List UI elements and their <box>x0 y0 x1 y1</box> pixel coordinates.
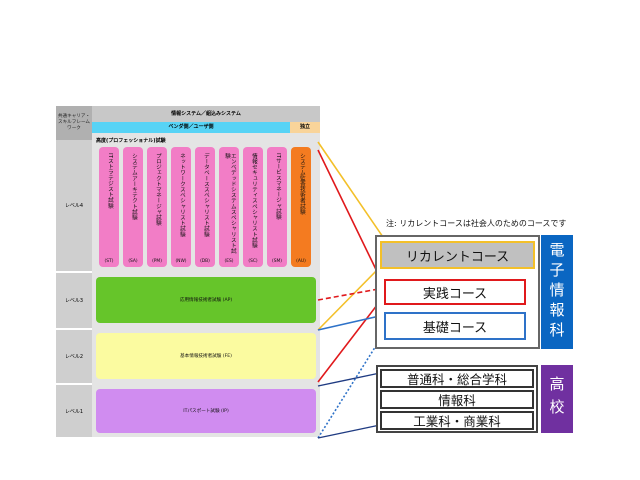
ap-exam-band: 応用情報技術者試験 (AP) <box>96 277 316 323</box>
advanced-exam-code: (SM) <box>271 259 282 264</box>
practical-connector-ap <box>317 287 385 301</box>
advanced-exam-code: (ST) <box>104 259 114 264</box>
framework-header-label: 共通キャリア・スキルフレームワーク <box>57 114 91 131</box>
highschool-label: 高校 <box>541 365 573 433</box>
vendor-user-header: ベンダ側／ユーザ側 <box>92 122 290 133</box>
electronics-dept-text: 電子情報科 <box>547 242 566 342</box>
advanced-exam-6: 情報セキュリティスペシャリスト試験 (SC) <box>243 147 263 267</box>
highschool-general-label: 普通科・総合学科 <box>406 372 507 387</box>
recurrent-course-label: リカレントコース <box>405 249 510 265</box>
advanced-exam-code: (DB) <box>200 259 210 264</box>
ip-exam-band: ITパスポート試験 (IP) <box>96 389 316 433</box>
highschool-industrial-label: 工業科・商業科 <box>413 414 501 429</box>
advanced-exam-name: システム監査技術者試験 <box>298 153 305 215</box>
basic-course-box: 基礎コース <box>384 312 526 340</box>
highschool-industrial: 工業科・商業科 <box>380 411 534 430</box>
advanced-exam-code: (NW) <box>175 259 187 264</box>
level-3-label: レベル3 <box>56 273 92 328</box>
level-1-text: レベル1 <box>64 408 84 415</box>
practical-connector-lower <box>317 295 385 383</box>
advanced-exam-0: ITストラテジスト試験 (ST) <box>99 147 119 267</box>
highschool-connector-lower <box>317 424 381 439</box>
level-4-label: レベル4 <box>56 140 92 271</box>
advanced-exam-code: (PM) <box>152 259 162 264</box>
level-1-label: レベル1 <box>56 385 92 437</box>
advanced-exam-2: プロジェクトマネージャ試験 (PM) <box>147 147 167 267</box>
advanced-exam-name: ネットワークスペシャリスト試験 <box>178 153 185 237</box>
advanced-exam-name: ITサービスマネージャ試験 <box>274 153 281 220</box>
highschool-connector-upper <box>317 372 381 387</box>
advanced-exam-name: エンベデッドシステムスペシャリスト試験 <box>224 153 236 254</box>
fe-exam-label: 基本情報技術者試験 (FE) <box>180 354 232 359</box>
highschool-label-text: 高校 <box>547 376 566 422</box>
highschool-info-label: 情報科 <box>438 393 476 408</box>
practical-course-box: 実践コース <box>384 279 526 305</box>
advanced-exam-name: 情報セキュリティスペシャリスト試験 <box>250 153 257 249</box>
advanced-exam-label: 高度(プロフェッショナル)試験 <box>96 138 166 144</box>
advanced-exam-code: (SC) <box>248 259 258 264</box>
advanced-exam-1: システムアーキテクト試験 (SA) <box>123 147 143 267</box>
ip-exam-label: ITパスポート試験 (IP) <box>183 409 229 414</box>
basic-connector-dotted <box>317 332 385 439</box>
advanced-exam-code: (SA) <box>128 259 138 264</box>
framework-title: 情報システム／組込みシステム <box>92 106 320 122</box>
practical-connector-upper <box>317 149 385 287</box>
advanced-exam-name: システムアーキテクト試験 <box>130 153 137 221</box>
recurrent-note: 注: リカレントコースは社会人のためのコースです <box>386 219 567 228</box>
advanced-exam-3: ネットワークスペシャリスト試験 (NW) <box>171 147 191 267</box>
advanced-exam-8: システム監査技術者試験 (AU) <box>291 147 311 267</box>
practical-course-label: 実践コース <box>422 286 488 302</box>
level-2-label: レベル2 <box>56 330 92 383</box>
highschool-general: 普通科・総合学科 <box>380 369 534 388</box>
independent-header: 独立 <box>290 122 320 133</box>
level-4-text: レベル4 <box>64 203 84 209</box>
electronics-dept-label: 電子情報科 <box>541 235 573 349</box>
level-3-text: レベル3 <box>64 298 84 304</box>
highschool-info: 情報科 <box>380 390 534 409</box>
recurrent-course-box: リカレントコース <box>380 241 535 269</box>
recurrent-connector-lower <box>317 261 386 331</box>
basic-connector-upper <box>317 314 385 331</box>
basic-course-label: 基礎コース <box>422 320 488 336</box>
framework-header-left: 共通キャリア・スキルフレームワーク <box>56 106 92 140</box>
fe-exam-band: 基本情報技術者試験 (FE) <box>96 333 316 379</box>
advanced-exam-name: プロジェクトマネージャ試験 <box>154 153 161 226</box>
advanced-exam-name: ITストラテジスト試験 <box>106 153 113 209</box>
advanced-exam-code: (ES) <box>224 259 234 264</box>
advanced-exam-4: データベーススペシャリスト試験 (DB) <box>195 147 215 267</box>
advanced-exam-5: エンベデッドシステムスペシャリスト試験 (ES) <box>219 147 239 267</box>
advanced-exam-7: ITサービスマネージャ試験 (SM) <box>267 147 287 267</box>
advanced-exam-code: (AU) <box>296 259 306 264</box>
ap-exam-label: 応用情報技術者試験 (AP) <box>179 298 233 303</box>
advanced-exam-name: データベーススペシャリスト試験 <box>202 153 209 237</box>
level-2-text: レベル2 <box>64 354 84 360</box>
